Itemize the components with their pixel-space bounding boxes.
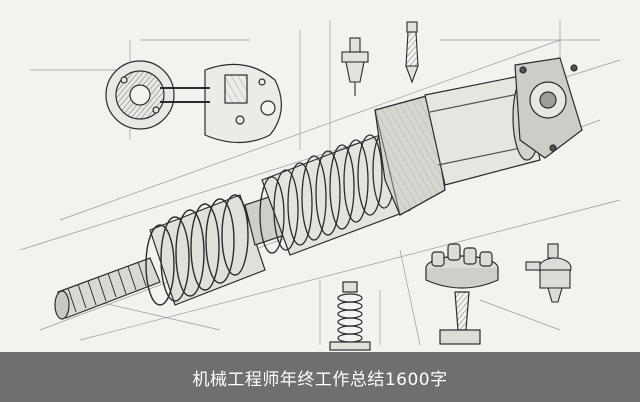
- small-fitting-right: [525, 243, 572, 303]
- coupling-disc-left: [105, 60, 175, 130]
- coupling-shaft: [160, 87, 210, 103]
- caption-text: 机械工程师年终工作总结1600字: [192, 369, 448, 390]
- construction-lines: [19, 20, 621, 346]
- small-screw-top: [405, 21, 419, 84]
- valve-with-knobs: [425, 243, 499, 345]
- caption-bar: 机械工程师年终工作总结1600字: [0, 352, 640, 402]
- coupling-disc-right: [204, 63, 282, 144]
- small-valve-top: [341, 37, 369, 96]
- spring-component: [329, 281, 371, 351]
- main-shaft-assembly: [54, 57, 583, 320]
